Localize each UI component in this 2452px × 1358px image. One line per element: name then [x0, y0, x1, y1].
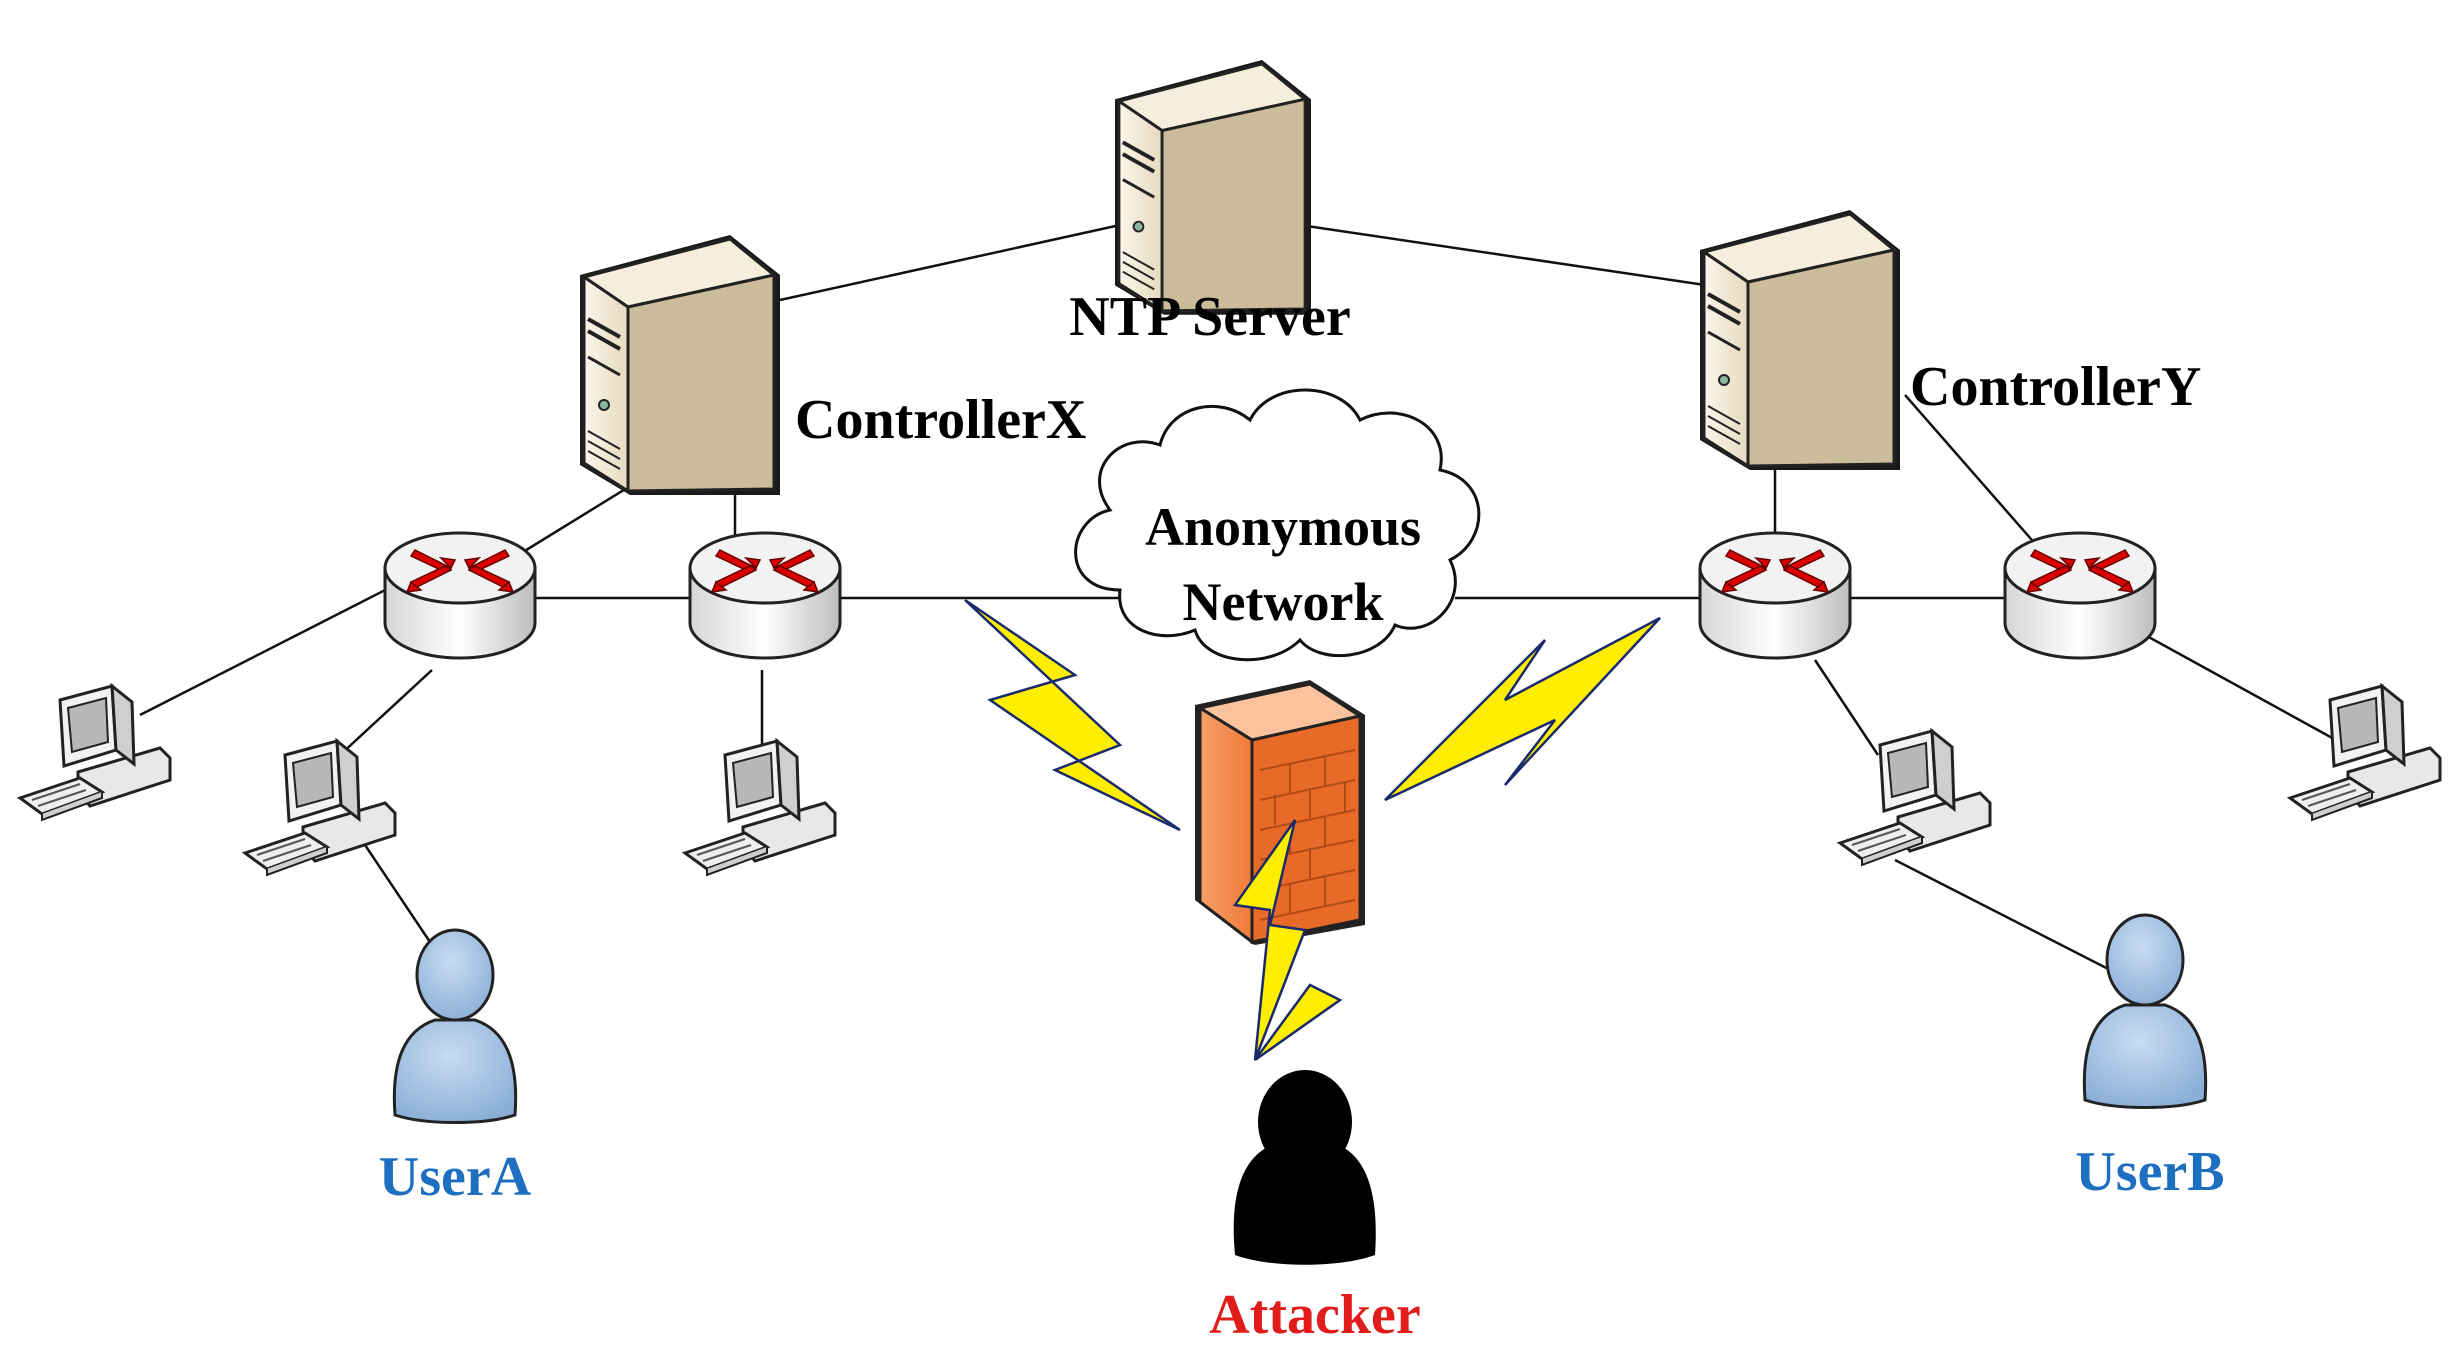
- link-router1-pc2: [339, 669, 433, 756]
- firewall-icon: [1195, 680, 1365, 946]
- attacker-label: Attacker: [1209, 1284, 1420, 1346]
- userb-label: UserB: [2075, 1141, 2224, 1203]
- connection-lines: [139, 223, 2346, 977]
- controllery-label: ControllerY: [1910, 356, 2201, 418]
- link-controllerx-router1: [509, 478, 641, 562]
- lightning-attacker-icon: [1232, 819, 1343, 1062]
- attacker-icon: [1233, 1070, 1376, 1265]
- usera-icon: [392, 928, 518, 1124]
- link-router4-pc5: [2144, 633, 2346, 747]
- link-pc2-usera: [363, 844, 434, 946]
- controllery-server-icon: [1698, 208, 1902, 472]
- lightning-left-icon: [964, 598, 1181, 832]
- computer-5-icon: [2288, 684, 2442, 822]
- router-3-icon: [1698, 531, 1852, 660]
- ntp-server-icon: [1113, 58, 1313, 317]
- ntp-server-label: NTP Server: [1069, 286, 1350, 348]
- router-2-icon: [688, 531, 842, 660]
- router-1-icon: [383, 531, 537, 660]
- link-ntp-controllery: [1299, 223, 1706, 287]
- link-controllery-router4: [1904, 394, 2046, 556]
- link-ntp-controllerx: [779, 223, 1121, 302]
- cloud-label-line2: Network: [1183, 572, 1384, 632]
- controllerx-server-icon: [578, 233, 782, 497]
- router-4-icon: [2003, 531, 2157, 660]
- computer-4-icon: [1838, 729, 1992, 867]
- computer-1-icon: [18, 684, 172, 822]
- link-pc4-userb: [1894, 858, 2121, 977]
- userb-icon: [2082, 913, 2208, 1109]
- usera-label: UserA: [379, 1146, 532, 1208]
- controllerx-label: ControllerX: [795, 389, 1086, 451]
- computer-3-icon: [683, 739, 837, 877]
- cloud-icon: [1074, 388, 1481, 662]
- link-router3-pc4: [1813, 659, 1880, 756]
- link-router1-pc1: [139, 583, 396, 717]
- cloud-label-line1: Anonymous: [1145, 497, 1421, 557]
- lightning-right-icon: [1384, 616, 1661, 802]
